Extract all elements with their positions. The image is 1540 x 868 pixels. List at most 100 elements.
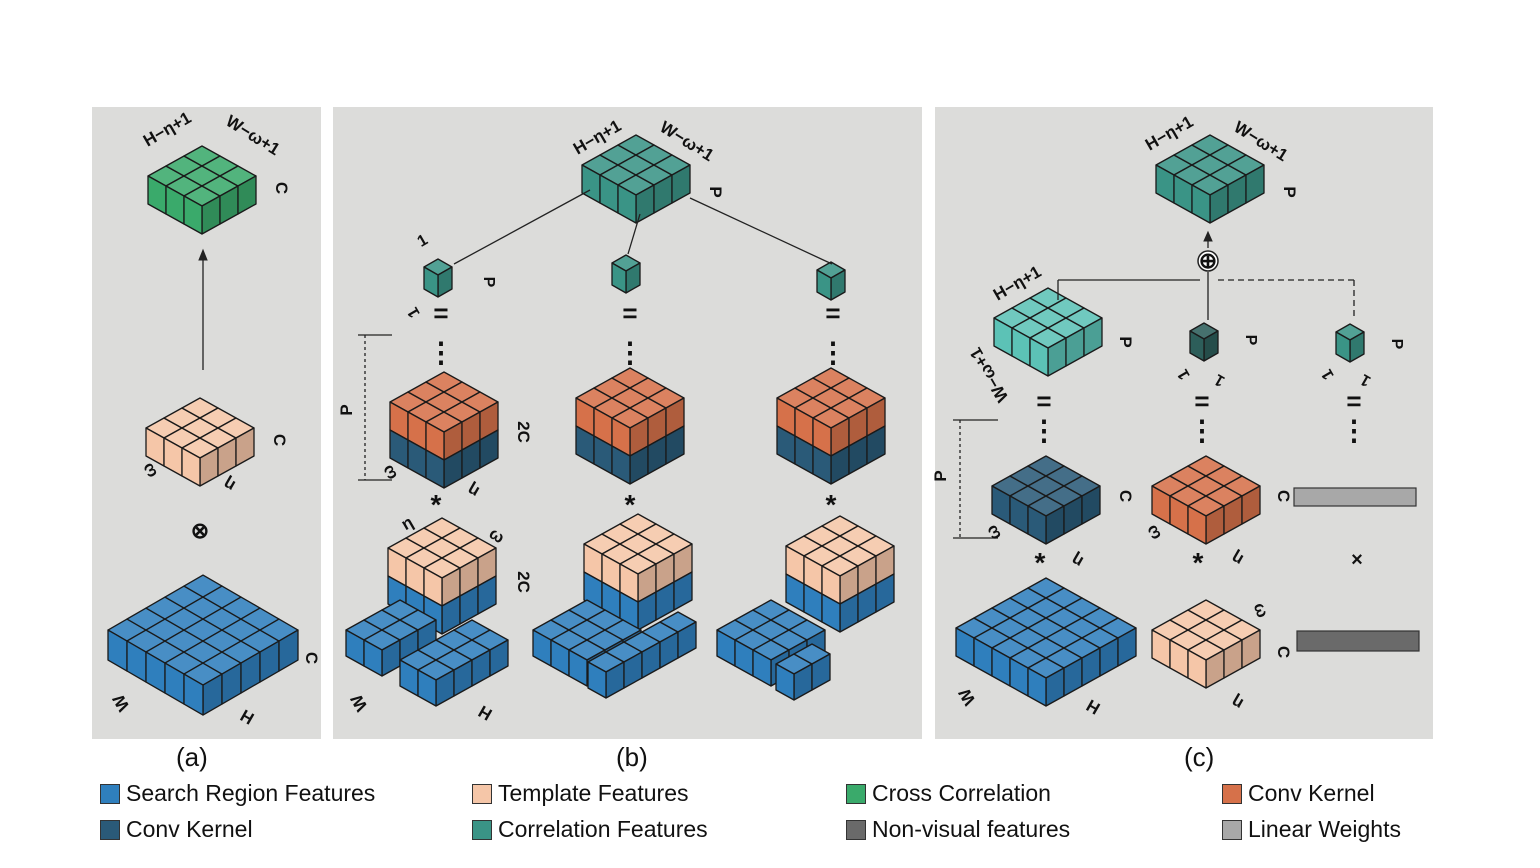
c-map-cube xyxy=(993,287,1103,377)
cell-front xyxy=(423,266,439,298)
cell-front xyxy=(183,195,203,235)
c-output-cube xyxy=(1155,134,1265,224)
linear-weights-bar xyxy=(1293,487,1417,507)
c-map-p: P xyxy=(1116,336,1135,347)
b-output-cube xyxy=(581,134,691,224)
cell-front xyxy=(1029,337,1049,377)
b-link-2 xyxy=(627,213,641,255)
cell-front xyxy=(1027,667,1047,707)
legend-swatch xyxy=(100,783,120,804)
b-kernel-2 xyxy=(575,367,685,485)
b-dots-1: ⋮ xyxy=(427,337,455,368)
legend-swatch xyxy=(100,819,120,840)
b-eq-3: = xyxy=(825,298,840,328)
b-kernel-1 xyxy=(389,371,499,489)
legend-linear-weights: Linear Weights xyxy=(1222,816,1401,843)
b-template-2c: 2C xyxy=(514,571,533,593)
b-template-3 xyxy=(785,515,895,633)
c-kernel-orange xyxy=(1151,455,1261,545)
cell-side xyxy=(866,425,886,465)
cell-side xyxy=(489,639,509,677)
cell-front xyxy=(425,449,445,489)
b-dots-2: ⋮ xyxy=(616,337,644,368)
c-eq-1: = xyxy=(1036,386,1051,416)
c-dim-p: P xyxy=(1280,186,1299,197)
legend-label: Linear Weights xyxy=(1248,816,1401,842)
panel-c-caption: (c) xyxy=(1184,742,1215,772)
cell-side xyxy=(479,429,499,469)
c-plus: ⊕ xyxy=(1199,248,1217,273)
cell-side xyxy=(673,571,693,611)
cell-front xyxy=(775,663,795,701)
cell-front xyxy=(181,447,201,487)
cell-front xyxy=(617,184,637,224)
cell-front xyxy=(1027,505,1047,545)
c-dots-3: ⋮ xyxy=(1340,415,1368,446)
cell-front xyxy=(587,661,607,699)
a-search-cube xyxy=(107,574,299,716)
a-operator: ⊗ xyxy=(191,518,209,543)
cell-side xyxy=(1081,485,1101,525)
b-eq-1: = xyxy=(433,298,448,328)
legend-swatch xyxy=(1222,783,1242,804)
legend-conv-kernel-orange: Conv Kernel xyxy=(1222,780,1375,807)
b-eq-2: = xyxy=(622,298,637,328)
b-unit-3 xyxy=(816,261,846,301)
legend-label: Search Region Features xyxy=(126,780,376,806)
b-template-1 xyxy=(387,517,497,635)
non-visual-bar xyxy=(1296,630,1420,652)
b-search-1b xyxy=(399,619,509,707)
a-output-cube xyxy=(147,145,257,235)
b-template-2 xyxy=(583,513,693,631)
cell-side xyxy=(278,629,299,672)
legend-label: Non-visual features xyxy=(872,816,1071,842)
cell-front xyxy=(568,649,588,687)
legend-swatch xyxy=(846,783,866,804)
legend-cross-correlation: Cross Correlation xyxy=(846,780,1051,807)
legend-swatch xyxy=(472,819,492,840)
c-template-c: C xyxy=(1274,646,1293,658)
cell-side xyxy=(1245,164,1265,204)
legend-swatch xyxy=(846,819,866,840)
c-template-w: ω xyxy=(1250,600,1273,620)
b-search-3b xyxy=(775,643,831,701)
cell-front xyxy=(1335,331,1351,363)
b-kernel-2c: 2C xyxy=(514,421,533,443)
legend-template: Template Features xyxy=(472,780,688,807)
cell-side xyxy=(1117,627,1137,667)
c-template-cube xyxy=(1151,599,1261,689)
b-dim-p: P xyxy=(706,186,725,197)
legend-swatch xyxy=(1222,819,1242,840)
a-arrow-head xyxy=(198,248,208,261)
cell-side xyxy=(237,175,257,215)
cell-front xyxy=(821,593,841,633)
b-unit-1 xyxy=(423,258,453,298)
c-unit-mid xyxy=(1335,323,1365,363)
c-conv-2: * xyxy=(1193,547,1204,578)
cell-side xyxy=(235,427,255,467)
b-kernel-3 xyxy=(776,367,886,485)
c-eq-3: = xyxy=(1346,386,1361,416)
legend-search-region: Search Region Features xyxy=(100,780,375,807)
cell-side xyxy=(875,573,895,613)
b-conv-2: * xyxy=(625,489,636,520)
legend-label: Template Features xyxy=(498,780,689,806)
legend-conv-kernel-dark: Conv Kernel xyxy=(100,816,253,843)
cell-side xyxy=(671,164,691,204)
cell-front xyxy=(611,445,631,485)
legend-label: Correlation Features xyxy=(498,816,708,842)
c-unit-dark-p: P xyxy=(1242,335,1259,346)
b-unit-2 xyxy=(611,254,641,294)
c-unit-mid-p: P xyxy=(1388,339,1405,350)
b-search-2b xyxy=(587,611,697,699)
b-conv-1: * xyxy=(431,489,442,520)
c-plus-circle xyxy=(1197,250,1219,272)
cell-front xyxy=(363,639,383,677)
cell-front xyxy=(1191,184,1211,224)
a-template-c: C xyxy=(270,434,289,446)
b-link-3 xyxy=(689,197,833,265)
a-dim-c: C xyxy=(272,182,291,194)
panel-b-caption: (b) xyxy=(616,742,648,772)
b-link-1 xyxy=(453,189,591,265)
